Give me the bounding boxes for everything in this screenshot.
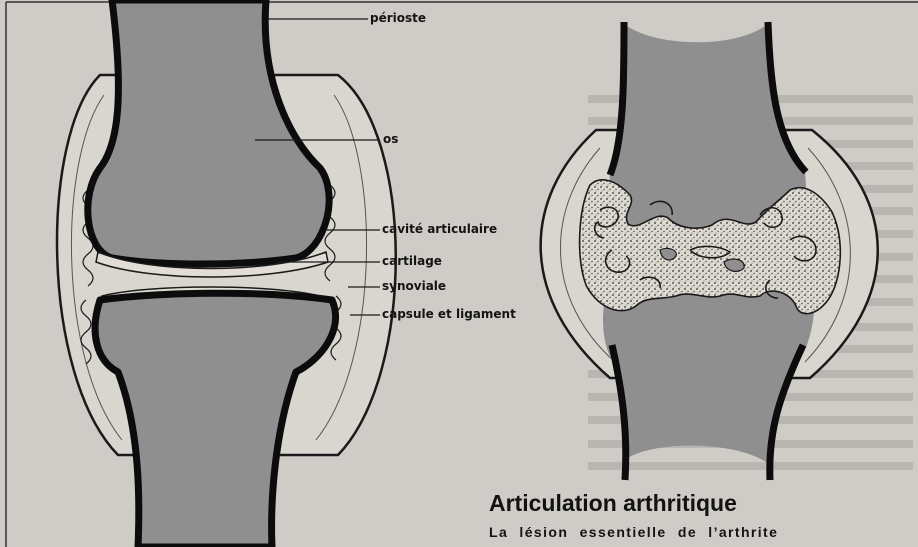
label-joint-cavity: cavité articulaire — [382, 222, 497, 236]
healthy-joint — [57, 0, 396, 547]
figure-caption: La lésion essentielle de l’arthrite — [489, 524, 894, 540]
label-periosteum: périoste — [370, 11, 426, 25]
arthritic-joint — [541, 22, 878, 480]
label-bone: os — [383, 132, 398, 146]
label-capsule-ligament: capsule et ligament — [382, 307, 516, 321]
label-cartilage: cartilage — [382, 254, 442, 268]
figure-title: Articulation arthritique — [489, 490, 737, 517]
upper-bone — [88, 0, 329, 264]
label-synovial: synoviale — [382, 279, 446, 293]
